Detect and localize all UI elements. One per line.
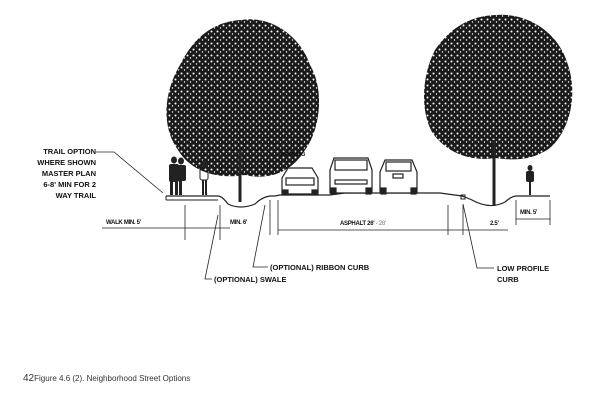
swale-dimension: MIN. 6' [230,220,247,226]
dimension-lines [102,200,551,240]
parking-label: PARKING [280,152,306,158]
asphalt-width: ASPHALT 26' [340,221,375,227]
page-number: 42 [23,373,35,384]
label-line: 6-8' MIN FOR 2 [43,180,96,189]
caption-text: Figure 4.6 (2). Neighborhood Street Opti… [34,374,191,383]
left-tree [166,19,320,202]
low-profile-curb-label: LOW PROFILE CURB [497,263,549,285]
swale-label: (OPTIONAL) SWALE [214,275,287,284]
leader-lines [96,151,494,280]
ribbon-curb-label: (OPTIONAL) RIBBON CURB [270,263,370,272]
asphalt-alt-width: - 28' [375,221,386,227]
car-icon [329,157,373,195]
asphalt-dimension: ASPHALT 26' - 28' [340,221,386,227]
right-tree [424,14,573,206]
car-icon [379,159,418,195]
walk-dimension: WALK MIN. 5' [106,220,141,226]
label-line: WHERE SHOWN [37,158,96,167]
cyclist-icon [526,165,534,195]
label-line: LOW PROFILE [497,264,550,273]
figure-caption: 42Figure 4.6 (2). Neighborhood Street Op… [23,373,190,384]
parked-car-icon [281,167,319,196]
label-line: WAY TRAIL [55,191,96,200]
strip-dimension: 2.5' [490,221,499,227]
label-line: MASTER PLAN [41,169,96,178]
right-walk-dimension: MIN. 5' [520,210,537,216]
pedestrians-icon [169,156,209,195]
label-line: TRAIL OPTION [43,147,96,156]
ground-profile [166,192,550,208]
label-line: CURB [497,275,519,284]
trail-option-label: TRAIL OPTION WHERE SHOWN MASTER PLAN 6-8… [28,146,96,201]
